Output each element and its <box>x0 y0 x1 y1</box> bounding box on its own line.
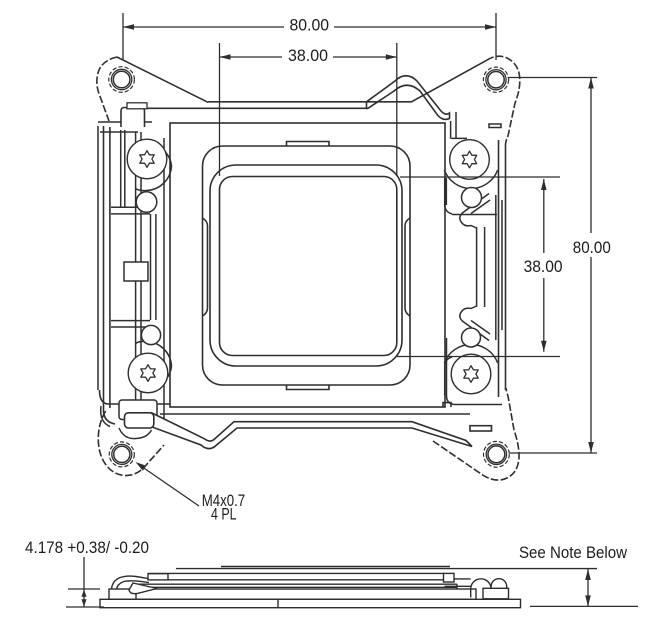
svg-text:80.00: 80.00 <box>573 238 611 257</box>
svg-text:80.00: 80.00 <box>290 16 330 35</box>
svg-text:38.00: 38.00 <box>288 46 328 65</box>
svg-text:4 PL: 4 PL <box>211 505 237 524</box>
svg-text:See Note Below: See Note Below <box>519 543 628 562</box>
svg-text:M4x0.7: M4x0.7 <box>202 491 246 510</box>
svg-text:38.00: 38.00 <box>524 257 563 276</box>
svg-text:4.178 +0.38/ -0.20: 4.178 +0.38/ -0.20 <box>25 538 149 557</box>
